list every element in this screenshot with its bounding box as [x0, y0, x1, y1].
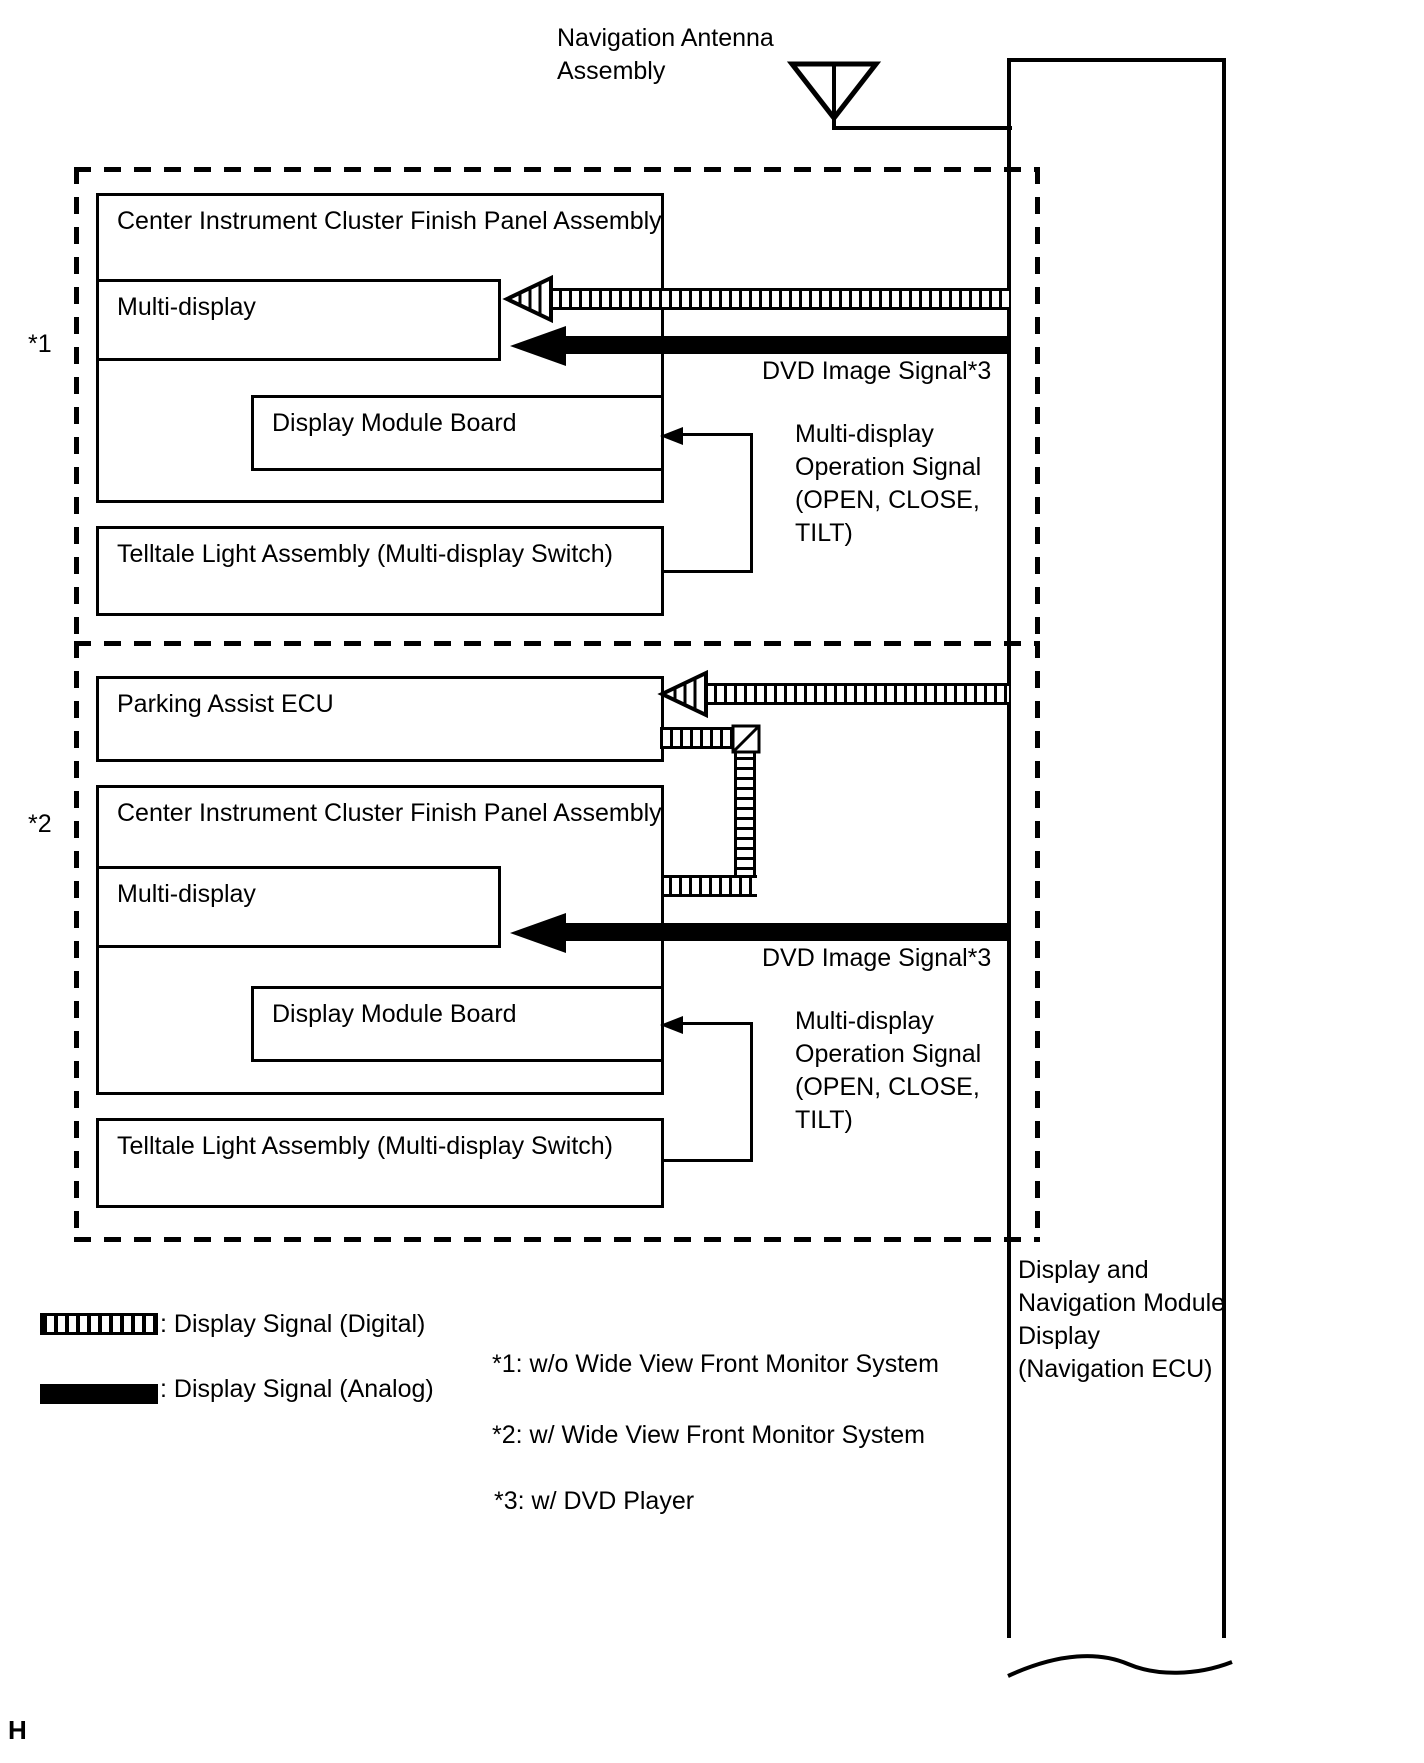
- legend-analog-swatch: [40, 1384, 158, 1404]
- group1-center-cluster-panel-label: Center Instrument Cluster Finish Panel A…: [117, 207, 662, 235]
- group1-dash-right: [1035, 167, 1040, 646]
- group2-telltale-label: Telltale Light Assembly (Multi-display S…: [117, 1132, 614, 1160]
- right-module-top-edge: [1007, 58, 1226, 62]
- group1-dash-left: [74, 167, 79, 646]
- group1-telltale-box: Telltale Light Assembly (Multi-display S…: [96, 526, 664, 616]
- navigation-antenna-label: Navigation Antenna Assembly: [557, 24, 774, 85]
- group1-operation-signal-arrowhead: [659, 425, 685, 447]
- group1-operation-signal-vline: [750, 433, 753, 573]
- group2-dash-top: [74, 641, 1040, 646]
- group1-display-module-board-label: Display Module Board: [272, 409, 517, 437]
- group2-display-module-board-label: Display Module Board: [272, 1000, 517, 1028]
- group2-parking-assist-ecu-box: Parking Assist ECU: [96, 676, 664, 762]
- group2-ecu-digital-signal-arrowhead: [657, 669, 714, 719]
- group2-analog-signal-bar: [560, 923, 1010, 941]
- right-module-label: Display and Navigation Module Display (N…: [1018, 1256, 1226, 1383]
- group2-ecu-digital-signal-bar: [704, 683, 1009, 705]
- group1-multi-display-label: Multi-display: [117, 293, 256, 321]
- footnote-2: *2: w/ Wide View Front Monitor System: [492, 1421, 926, 1449]
- group2-ecu-out-digital-corner: [731, 724, 761, 754]
- footnote-1: *1: w/o Wide View Front Monitor System: [492, 1350, 939, 1378]
- group1-digital-signal-arrowhead: [502, 274, 559, 324]
- group2-operation-signal-arrowhead: [659, 1014, 685, 1036]
- group1-analog-signal-bar: [560, 336, 1010, 354]
- right-module-left-edge: [1007, 58, 1011, 1638]
- group1-digital-signal-bar: [549, 288, 1009, 310]
- group1-operation-signal-label: Multi-display Operation Signal (OPEN, CL…: [795, 420, 982, 547]
- group2-operation-signal-vline: [750, 1022, 753, 1162]
- group2-multi-display-box: Multi-display: [96, 866, 501, 948]
- page-marker: H: [8, 1715, 27, 1745]
- group1-operation-signal-hline-bottom: [664, 570, 753, 573]
- group1-dvd-image-signal-label: DVD Image Signal*3: [762, 357, 992, 385]
- group1-display-module-board-box: Display Module Board: [251, 395, 664, 471]
- group2-display-module-board-box: Display Module Board: [251, 986, 664, 1062]
- group2-dash-right: [1035, 641, 1040, 1242]
- group2-multi-display-label: Multi-display: [117, 880, 256, 908]
- wavy-break-icon: [1000, 1610, 1240, 1680]
- group1-operation-signal-hline-top: [672, 433, 753, 436]
- legend-digital-label: : Display Signal (Digital): [160, 1310, 426, 1338]
- group1-dash-top: [74, 167, 1040, 172]
- group2-analog-signal-arrowhead: [508, 912, 568, 954]
- group2-ecu-out-digital-vseg: [734, 727, 756, 895]
- group1-telltale-label: Telltale Light Assembly (Multi-display S…: [117, 540, 614, 568]
- right-module-right-edge: [1222, 58, 1226, 1638]
- group2-operation-signal-label: Multi-display Operation Signal (OPEN, CL…: [795, 1007, 982, 1134]
- group2-dvd-image-signal-label: DVD Image Signal*3: [762, 944, 992, 972]
- group2-center-cluster-panel-label: Center Instrument Cluster Finish Panel A…: [117, 799, 662, 827]
- group1-multi-display-box: Multi-display: [96, 279, 501, 361]
- group2-parking-assist-ecu-label: Parking Assist ECU: [117, 690, 334, 718]
- group2-operation-signal-hline-top: [672, 1022, 753, 1025]
- group2-telltale-box: Telltale Light Assembly (Multi-display S…: [96, 1118, 664, 1208]
- group2-operation-signal-hline-bottom: [664, 1159, 753, 1162]
- group1-analog-signal-arrowhead: [508, 325, 568, 367]
- group2-dash-left: [74, 641, 79, 1242]
- group1-marker: *1: [28, 330, 52, 358]
- legend-analog-label: : Display Signal (Analog): [160, 1375, 434, 1403]
- legend-digital-swatch: [40, 1313, 158, 1335]
- footnote-3: *3: w/ DVD Player: [494, 1487, 695, 1515]
- antenna-triangle-icon: [780, 58, 1020, 138]
- group2-marker: *2: [28, 810, 52, 838]
- group2-dash-bottom: [74, 1237, 1040, 1242]
